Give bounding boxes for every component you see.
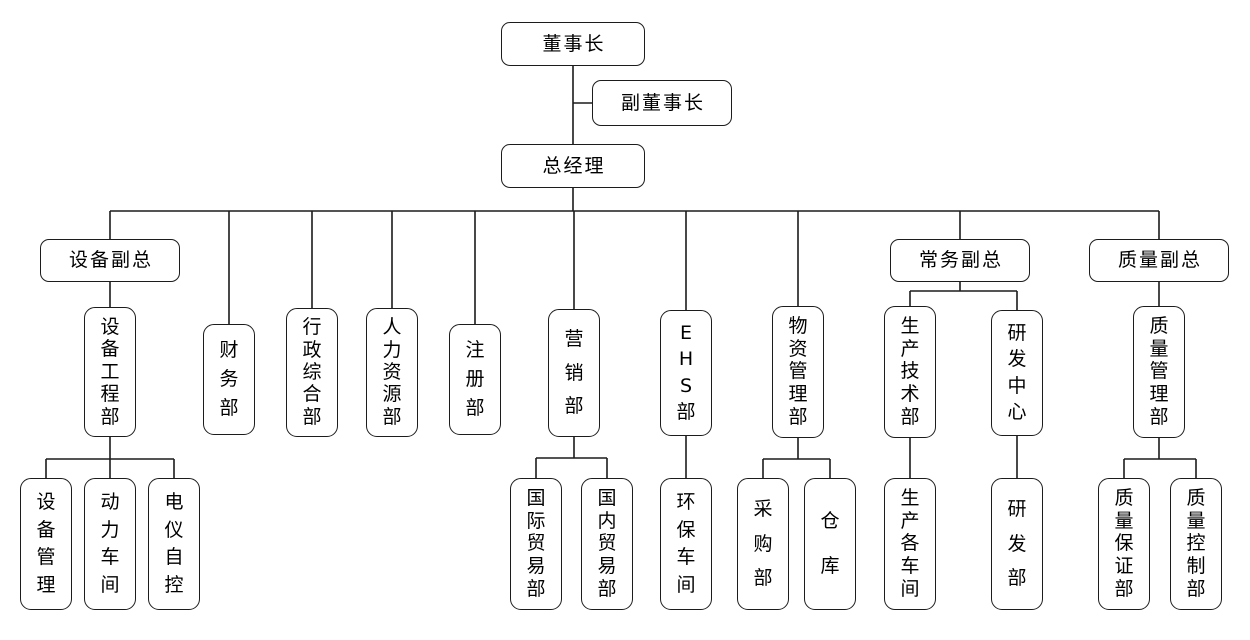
- node-quality-control-label: 质量控制部: [1186, 486, 1206, 601]
- node-warehouse: 仓库: [804, 478, 856, 610]
- node-electrical-instrument-control: 电仪自控: [148, 478, 200, 610]
- node-vice-chairman: 副董事长: [592, 80, 732, 126]
- node-domestic-trade: 国内贸易部: [581, 478, 633, 610]
- node-general-manager: 总经理: [501, 144, 645, 188]
- connector-materials-branch: [762, 438, 831, 478]
- node-rd-department-label: 研发部: [1007, 498, 1027, 589]
- node-registration-label: 注册部: [465, 339, 485, 419]
- node-production-workshops-label: 生产各车间: [900, 486, 920, 601]
- node-administration-label: 行政综合部: [302, 316, 322, 428]
- node-registration: 注册部: [449, 324, 501, 435]
- node-quality-assurance-label: 质量保证部: [1114, 486, 1134, 601]
- node-quality-management-label: 质量管理部: [1149, 314, 1169, 429]
- node-materials-management-label: 物资管理部: [788, 314, 808, 429]
- node-quality-vp: 质量副总: [1089, 239, 1229, 282]
- node-environmental-workshop: 环保车间: [660, 478, 712, 610]
- node-chairman-label: 董事长: [542, 32, 606, 55]
- node-quality-assurance: 质量保证部: [1098, 478, 1150, 610]
- node-quality-management: 质量管理部: [1133, 306, 1185, 438]
- node-executive-vp: 常务副总: [890, 239, 1030, 282]
- node-rd-department: 研发部: [991, 478, 1043, 610]
- node-equipment-engineering: 设备工程部: [84, 307, 136, 437]
- node-vice-chairman-label: 副董事长: [620, 91, 705, 114]
- node-purchasing-label: 采购部: [753, 498, 773, 589]
- node-materials-management: 物资管理部: [772, 306, 824, 438]
- node-marketing-label: 营销部: [564, 328, 584, 417]
- node-rd-center-label: 研发中心: [1007, 322, 1027, 423]
- node-production-technology-label: 生产技术部: [900, 314, 920, 429]
- connector-equipment-branch: [45, 282, 175, 478]
- node-international-trade-label: 国际贸易部: [526, 486, 546, 601]
- node-electrical-instrument-control-label: 电仪自控: [164, 491, 184, 596]
- node-chairman: 董事长: [501, 22, 645, 66]
- node-equipment-management-label: 设备管理: [36, 491, 56, 596]
- connector-marketing-branch: [535, 437, 608, 478]
- node-production-technology: 生产技术部: [884, 306, 936, 438]
- node-human-resources: 人力资源部: [366, 308, 418, 437]
- node-domestic-trade-label: 国内贸易部: [597, 486, 617, 601]
- node-quality-vp-label: 质量副总: [1117, 249, 1202, 271]
- node-human-resources-label: 人力资源部: [382, 316, 402, 428]
- node-international-trade: 国际贸易部: [510, 478, 562, 610]
- node-general-manager-label: 总经理: [542, 154, 606, 177]
- node-finance: 财务部: [203, 324, 255, 435]
- node-warehouse-label: 仓库: [820, 509, 840, 578]
- node-equipment-engineering-label: 设备工程部: [100, 315, 120, 428]
- node-equipment-vp-label: 设备副总: [68, 249, 153, 271]
- node-marketing: 营销部: [548, 309, 600, 437]
- node-administration: 行政综合部: [286, 308, 338, 437]
- connector-chairman-spine: [572, 66, 592, 211]
- node-finance-label: 财务部: [219, 339, 239, 419]
- node-power-workshop: 动力车间: [84, 478, 136, 610]
- connector-quality-branch: [1123, 282, 1197, 478]
- node-equipment-vp: 设备副总: [40, 239, 180, 282]
- node-production-workshops: 生产各车间: [884, 478, 936, 610]
- node-executive-vp-label: 常务副总: [918, 249, 1003, 271]
- node-environmental-workshop-label: 环保车间: [676, 491, 696, 596]
- node-rd-center: 研发中心: [991, 310, 1043, 436]
- connector-main-drops: [109, 211, 1160, 324]
- node-purchasing: 采购部: [737, 478, 789, 610]
- connector-executive-branch: [909, 282, 1018, 478]
- node-quality-control: 质量控制部: [1170, 478, 1222, 610]
- node-power-workshop-label: 动力车间: [100, 491, 120, 596]
- node-equipment-management: 设备管理: [20, 478, 72, 610]
